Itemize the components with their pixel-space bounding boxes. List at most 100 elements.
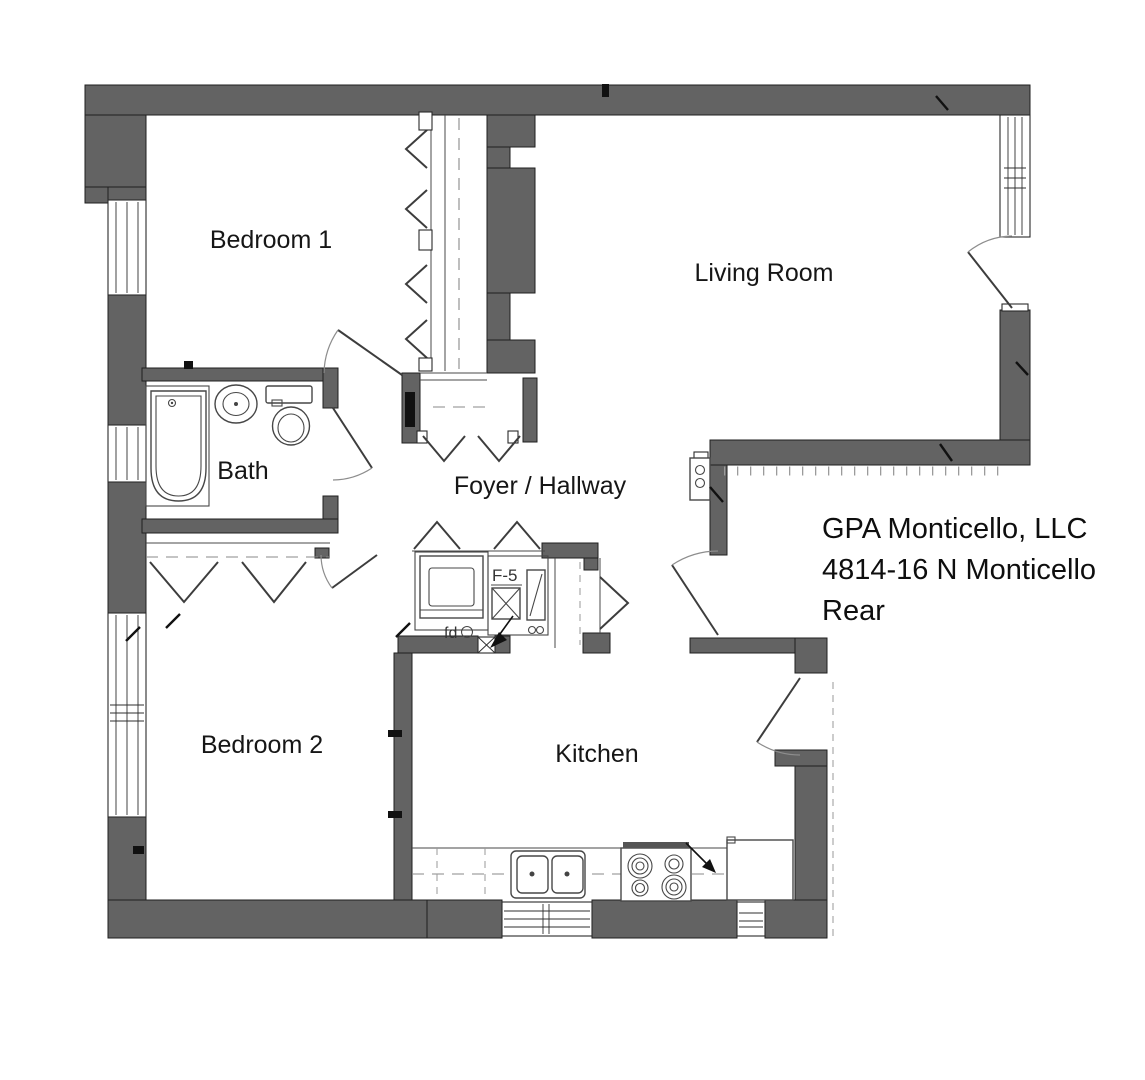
room-label-bath: Bath: [217, 457, 268, 485]
floor-drain-icon: [460, 625, 474, 639]
wall-shaft-a: [486, 114, 536, 148]
double-sink-icon: [510, 850, 586, 899]
bifold-door: [149, 561, 219, 604]
closet-hall: [554, 558, 630, 648]
wall-shaft-e: [486, 339, 536, 374]
wall-left-a: [107, 186, 147, 201]
tub-surround: [145, 385, 210, 507]
window-left-bedroom1: [107, 199, 147, 296]
wall-shaft-c: [486, 167, 536, 294]
accordion-chevron: [404, 129, 428, 169]
furnace-icon: [491, 587, 521, 620]
bifold-door: [493, 520, 541, 550]
arrow-mechanical: [490, 615, 514, 648]
wall-living-south: [709, 439, 1031, 466]
title-block: GPA Monticello, LLC 4814-16 N Monticello…: [822, 513, 1096, 627]
slash-mark: [939, 443, 953, 462]
wall-tick: [388, 811, 402, 818]
wall-bath-south: [141, 518, 339, 534]
wall-kitchen-north-east: [689, 637, 796, 654]
wall-left-top: [84, 114, 147, 188]
bathtub-icon: [150, 390, 207, 502]
wall-tick: [133, 846, 144, 854]
door-entry-double: [405, 392, 521, 463]
wall-bath-east-top: [322, 367, 339, 409]
wall-top: [84, 84, 1031, 116]
slash-mark: [1015, 361, 1029, 376]
title-line3: Rear: [822, 595, 885, 627]
wall-shaft-marker: [477, 636, 496, 654]
slash-mark: [395, 622, 411, 638]
title-line1: GPA Monticello, LLC: [822, 513, 1087, 545]
door-bath: [332, 407, 373, 481]
wall-shaft-d: [486, 292, 511, 341]
window-left-bedroom2: [107, 612, 147, 818]
door-bedroom2: [320, 554, 378, 589]
arrow-kitchen: [685, 842, 716, 873]
mechanical-closet: [419, 555, 546, 654]
unit-tag-label: F-5: [492, 566, 518, 585]
wall-tick: [602, 84, 609, 97]
wall-bath-north: [141, 367, 331, 382]
closet-bedroom2: [146, 542, 330, 604]
wall-kitchen-corner: [794, 637, 828, 674]
stair-shaft: [404, 111, 487, 381]
door-kitchen: [756, 677, 801, 756]
accordion-chevron: [404, 319, 428, 359]
wall-hallcloset-top: [541, 542, 599, 559]
walls: [84, 84, 1031, 939]
range-icon: [620, 842, 692, 902]
wall-left-c: [107, 481, 147, 614]
title-line2: 4814-16 N Monticello: [822, 554, 1096, 586]
closets: [146, 520, 630, 648]
room-label-living: Living Room: [695, 259, 834, 287]
bath-fixtures: [145, 384, 313, 507]
wall-shaft-b: [486, 146, 511, 169]
wall-kitchen-east: [794, 765, 828, 901]
vent-marker-icon: [535, 625, 545, 635]
window-bottom-kitchen-small: [736, 901, 766, 937]
washer-icon: [419, 555, 484, 619]
closet-door: [599, 576, 630, 630]
vent-marker-icon: [527, 625, 537, 635]
slash-mark: [125, 626, 141, 642]
jamb-living-door: [1001, 303, 1029, 312]
window-bottom-kitchen-large: [501, 901, 593, 937]
slash-mark: [935, 95, 949, 111]
slash-mark: [709, 486, 724, 503]
room-label-kitchen: Kitchen: [555, 740, 638, 768]
wall-tick: [388, 730, 402, 737]
room-label-bedroom1: Bedroom 1: [210, 226, 332, 254]
wall-bottom-bedroom2: [107, 899, 428, 939]
room-label-foyer: Foyer / Hallway: [454, 472, 627, 500]
door-bedroom1: [323, 329, 403, 376]
wall-kitchen-west: [393, 652, 413, 901]
door-living-right: [967, 235, 1013, 309]
wall-right-mid: [999, 309, 1031, 466]
wall-left-stub: [84, 186, 109, 204]
room-label-bedroom2: Bedroom 2: [201, 731, 323, 759]
entry-door-leaf: [405, 392, 415, 427]
wall-vestibule-right: [522, 377, 538, 443]
door-foyer-living: [671, 550, 719, 636]
floor-drain-label: fd: [444, 625, 457, 642]
sink-icon: [214, 384, 258, 424]
refrigerator-icon: [726, 836, 794, 901]
bifold-door: [413, 520, 461, 550]
windows: [107, 114, 1031, 937]
labels: Bedroom 1 Living Room Bath Foyer / Hallw…: [201, 226, 1096, 768]
wall-bottom-b: [591, 899, 738, 939]
wall-hallcloset-hook: [583, 557, 599, 571]
accordion-chevron: [404, 189, 428, 229]
wall-kitchen-north-a: [397, 635, 479, 654]
window-right-living: [999, 114, 1031, 238]
wall-bottom-c: [764, 899, 828, 939]
radiator-icon: [689, 457, 711, 501]
doors: [320, 235, 1013, 756]
wall-tick: [184, 361, 193, 369]
jamb-vestibule-left: [416, 430, 428, 444]
wall-bedroom2-door-jamb: [314, 547, 330, 559]
water-heater-icon: [526, 569, 546, 621]
wall-bottom-a: [426, 899, 503, 939]
